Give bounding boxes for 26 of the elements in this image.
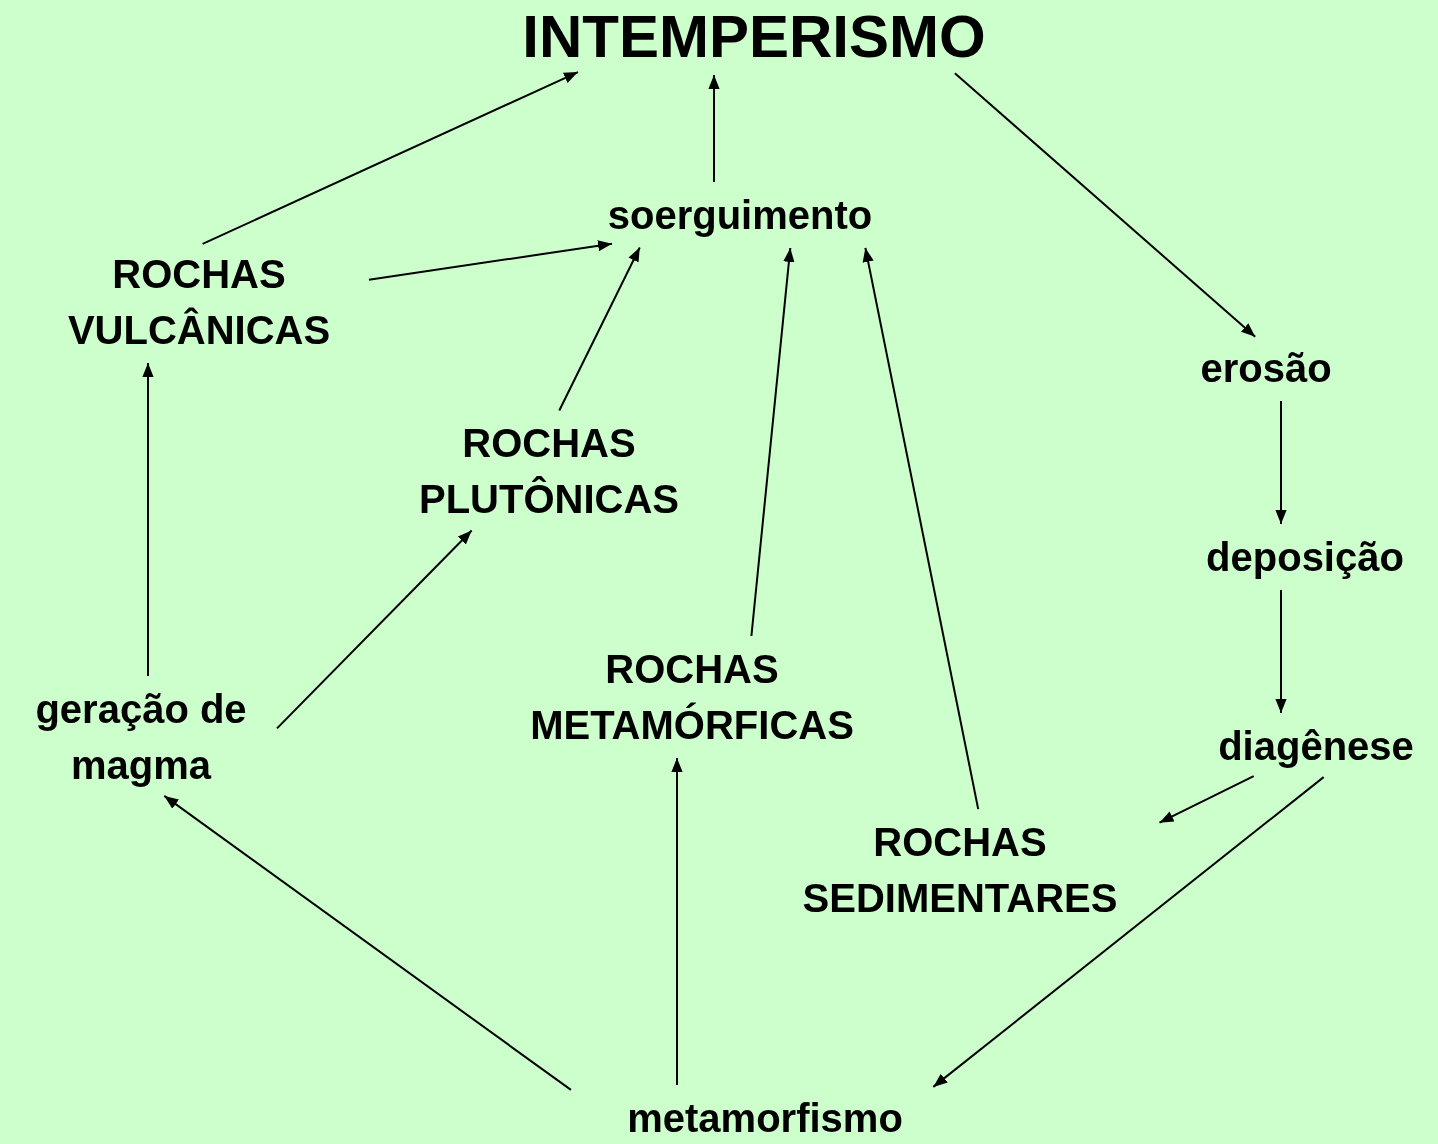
concept-label: ROCHAS PLUTÔNICAS (384, 415, 714, 527)
arrow (276, 529, 473, 730)
concept-label: ROCHAS VULCÂNICAS (34, 246, 364, 358)
concept-label: INTEMPERISMO (494, 4, 1014, 70)
concept-label: erosão (1181, 340, 1351, 396)
arrow (142, 362, 154, 677)
arrow (671, 757, 683, 1086)
concept-label: soerguimento (570, 187, 910, 243)
arrow (932, 776, 1325, 1088)
concept-label: ROCHAS METAMÓRFICAS (492, 641, 892, 753)
concept-label: ROCHAS SEDIMENTARES (765, 814, 1155, 926)
arrow (1158, 775, 1255, 824)
arrow (558, 246, 641, 412)
arrow (708, 74, 720, 183)
concept-label: metamorfismo (575, 1090, 955, 1144)
concept-label: diagênese (1193, 718, 1438, 774)
arrow (750, 247, 795, 637)
arrow (953, 72, 1257, 338)
concept-label: deposição (1180, 529, 1430, 585)
arrow (1275, 589, 1287, 714)
arrow (862, 246, 980, 811)
arrow (1275, 400, 1287, 525)
arrow (201, 71, 579, 245)
arrow (163, 794, 572, 1091)
concept-label: geração de magma (8, 681, 274, 793)
arrow (367, 240, 613, 281)
